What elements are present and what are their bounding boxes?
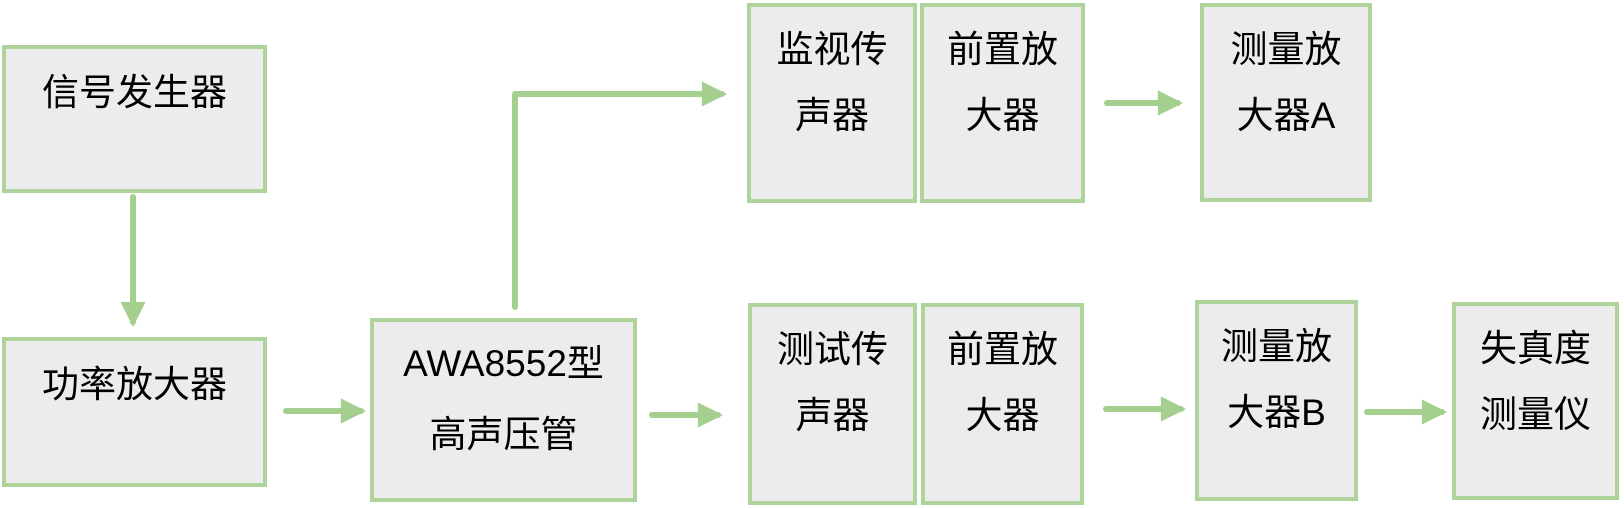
node-monitor-microphone-label-line1: 监视传: [776, 29, 888, 70]
node-power-amplifier-label: 功率放大器: [42, 364, 227, 405]
node-awa8552-label-line1: AWA8552型: [403, 343, 604, 384]
connector-awa-to-monitor-elbow-arrow: [512, 81, 728, 310]
node-preamplifier-top: 前置放 大器: [920, 3, 1085, 203]
node-preamplifier-top-label-line2: 大器: [965, 95, 1040, 136]
node-preamplifier-bottom-label-line2: 大器: [965, 395, 1040, 436]
node-awa8552-label-line2: 高声压管: [429, 414, 578, 455]
node-monitor-microphone-label-line2: 声器: [795, 95, 869, 136]
node-measuring-amplifier-b-label-line2: 大器B: [1227, 392, 1326, 433]
node-test-microphone: 测试传 声器: [748, 303, 917, 505]
node-measuring-amplifier-a: 测量放 大器A: [1200, 3, 1372, 202]
node-distortion-meter: 失真度 测量仪: [1452, 302, 1619, 500]
node-signal-generator-label: 信号发生器: [42, 72, 227, 113]
node-preamplifier-top-label-line1: 前置放: [947, 29, 1058, 70]
node-preamplifier-bottom-label-line1: 前置放: [947, 329, 1058, 370]
node-monitor-microphone: 监视传 声器: [747, 3, 917, 203]
node-measuring-amplifier-b: 测量放 大器B: [1195, 300, 1358, 501]
node-awa8552-high-sound-pressure-tube: AWA8552型 高声压管: [370, 318, 637, 502]
node-signal-generator: 信号发生器: [2, 45, 267, 193]
node-measuring-amplifier-b-label-line1: 测量放: [1221, 326, 1332, 367]
node-distortion-meter-label-line2: 测量仪: [1480, 394, 1591, 435]
node-measuring-amplifier-a-label-line1: 测量放: [1230, 29, 1342, 70]
node-test-microphone-label-line2: 声器: [795, 395, 870, 436]
node-measuring-amplifier-a-label-line2: 大器A: [1236, 95, 1336, 136]
node-preamplifier-bottom: 前置放 大器: [921, 303, 1084, 505]
node-power-amplifier: 功率放大器: [2, 337, 267, 487]
node-distortion-meter-label-line1: 失真度: [1480, 328, 1591, 369]
node-test-microphone-label-line1: 测试传: [777, 329, 888, 370]
